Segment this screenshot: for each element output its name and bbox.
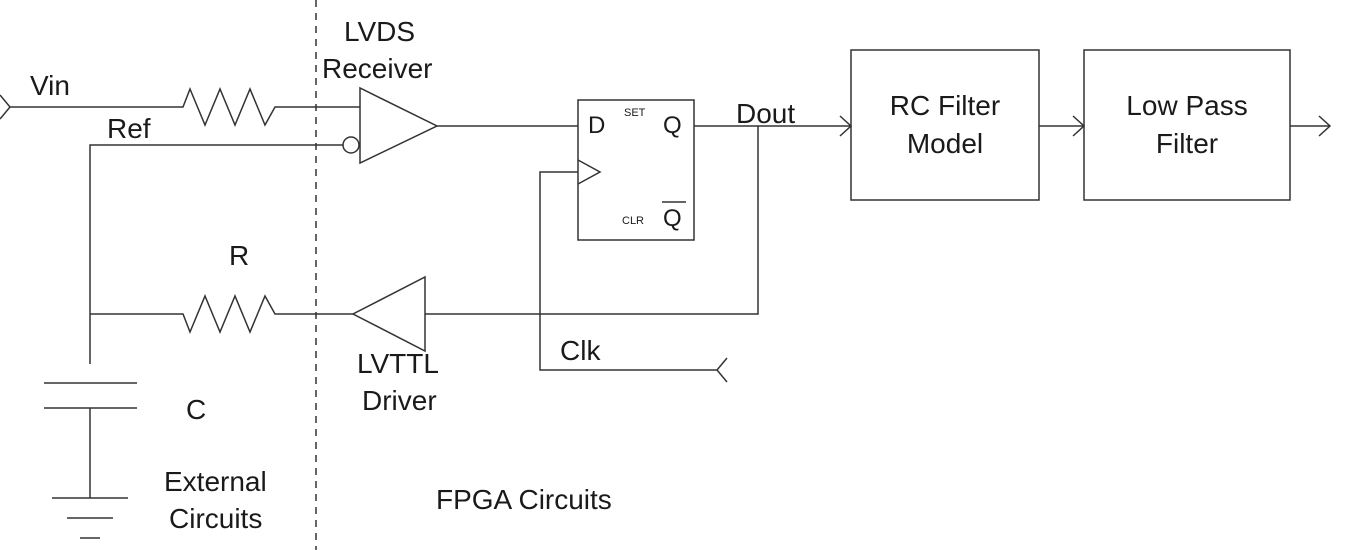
ref-wire (89, 144, 343, 364)
lpf-label-line1: Low Pass (1126, 90, 1247, 121)
vin-input-arrow (0, 94, 11, 120)
lvds-receiver-triangle (359, 86, 439, 165)
ff-clr-label: CLR (622, 215, 644, 227)
lvttl-label-line2: Driver (362, 385, 437, 416)
lpf-label-line2: Filter (1156, 128, 1218, 159)
flipflop-box (577, 99, 695, 241)
r-resistor-wire (90, 294, 353, 335)
clk-wire (539, 171, 717, 371)
external-label-line1: External (164, 466, 267, 497)
inverting-input-bubble (342, 136, 360, 154)
ref-label: Ref (107, 113, 151, 144)
low-pass-filter-block (1083, 49, 1291, 201)
rc-filter-block (850, 49, 1040, 201)
lvttl-label-line1: LVTTL (357, 348, 439, 379)
external-label-line2: Circuits (169, 503, 262, 534)
rc-filter-label-line1: RC Filter (890, 90, 1000, 121)
lvds-label-line1: LVDS (344, 16, 415, 47)
lpf-output-arrow (1318, 115, 1332, 137)
clk-input-arrow (716, 357, 728, 383)
vin-wire (10, 86, 360, 127)
ff-qbar-label: Q (663, 205, 682, 232)
ff-set-label: SET (624, 107, 646, 119)
lvds-label-line2: Receiver (322, 53, 432, 84)
fpga-label: FPGA Circuits (436, 484, 612, 515)
rc-filter-label-line2: Model (907, 128, 983, 159)
c-label: C (186, 394, 206, 425)
ff-d-label: D (588, 112, 605, 139)
lvttl-driver-triangle (351, 275, 426, 353)
r-label: R (229, 240, 249, 271)
ff-q-label: Q (663, 112, 682, 139)
clock-input-marker (577, 159, 602, 185)
clk-label: Clk (560, 335, 601, 366)
feedback-wire (425, 126, 759, 315)
dout-label: Dout (736, 98, 795, 129)
vin-label: Vin (30, 70, 70, 101)
